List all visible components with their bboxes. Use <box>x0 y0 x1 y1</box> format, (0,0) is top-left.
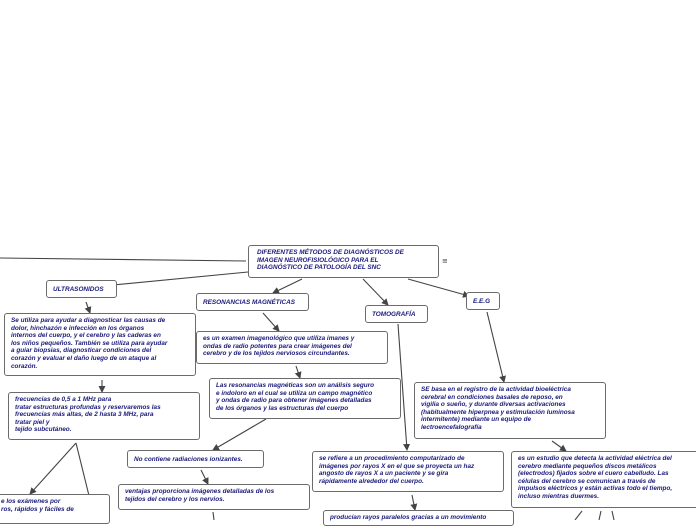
edge-ventajas-down <box>212 511 215 520</box>
topic-ultrasonidos[interactable]: ULTRASONIDOS <box>46 280 117 298</box>
edge-rmdesc-detail <box>294 365 302 379</box>
menu-lines-icon[interactable]: ≡ <box>442 257 448 265</box>
resonancias-description[interactable]: es un examen imagenológico que utiliza i… <box>196 331 388 364</box>
edge-offscreen-root <box>0 257 247 262</box>
tomografia-description[interactable]: se refiere a un procedimiento computariz… <box>312 451 504 492</box>
edge-estudio-down-2 <box>598 510 602 520</box>
resonancias-advantages[interactable]: ventajas proporciona imágenes detalladas… <box>118 484 310 510</box>
tomografia-partial[interactable]: producían rayos paralelos gracias a un m… <box>323 510 514 526</box>
edge-eegdesc-estudio <box>551 440 567 452</box>
edge-estudio-down-3 <box>611 510 615 520</box>
ultrasonidos-description[interactable]: Se utiliza para ayudar a diagnosticar la… <box>4 313 196 376</box>
edge-norad-ventajas <box>200 469 209 485</box>
edge-root-tomografia <box>362 278 389 306</box>
edge-freq-partial <box>29 442 77 495</box>
topic-resonancias[interactable]: RESONANCIAS MAGNÉTICAS <box>196 293 309 311</box>
edge-tomodesc-partial <box>410 494 418 511</box>
edge-detail-norad <box>212 418 267 451</box>
root-topic-node[interactable]: DIFERENTES MÉTODOS DE DIAGNÓSTICOS DE IM… <box>248 245 439 278</box>
eeg-description[interactable]: SE basa en el registro de la actividad b… <box>414 382 606 439</box>
topic-eeg[interactable]: E.E.G <box>466 292 500 310</box>
eeg-study[interactable]: es un estudio que detecta la actividad e… <box>511 451 696 508</box>
ultrasonidos-advantages-partial[interactable]: e los exámenes por ros, rápidos y fácile… <box>0 494 110 524</box>
edge-us-desc <box>84 301 92 314</box>
edge-estudio-down-1 <box>574 510 583 520</box>
ultrasonidos-frequencies[interactable]: frecuencias de 0,5 a 1 MHz para tratar e… <box>8 392 200 440</box>
resonancias-detail[interactable]: Las resonancias magnéticas son un anális… <box>209 378 401 419</box>
resonancias-no-radiation[interactable]: No contiene radiaciones ionizantes. <box>127 450 264 468</box>
edge-eeg-desc <box>486 311 506 383</box>
topic-tomografia[interactable]: TOMOGRAFÍA <box>365 305 428 323</box>
edge-root-resonancias <box>272 278 303 294</box>
edge-root-eeg <box>407 278 470 298</box>
edge-tomo-desc <box>397 323 411 451</box>
edge-rm-desc <box>262 312 280 332</box>
